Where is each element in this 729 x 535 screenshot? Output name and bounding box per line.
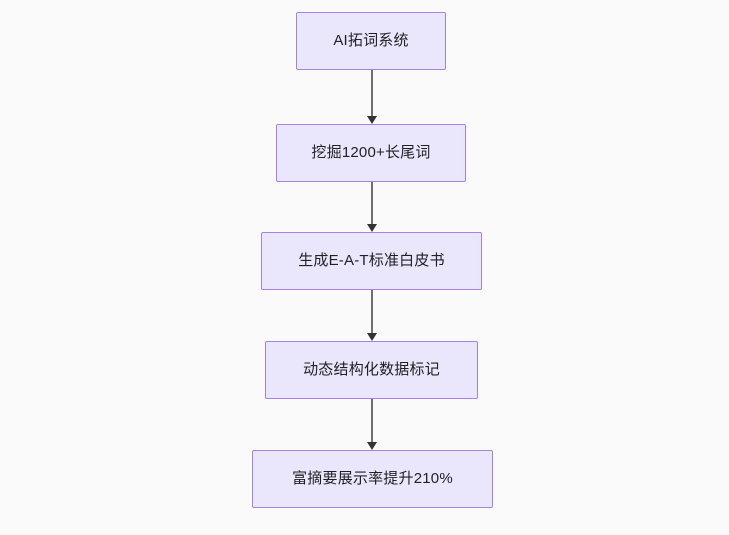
flowchart-node-ai-keyword-system[interactable]: AI拓词系统 xyxy=(296,12,446,70)
node-label: AI拓词系统 xyxy=(333,32,409,49)
flowchart-node-generate-eat-whitepaper[interactable]: 生成E-A-T标准白皮书 xyxy=(261,232,482,290)
flowchart-node-dynamic-structured-data-markup[interactable]: 动态结构化数据标记 xyxy=(265,341,478,399)
arrowhead-icon xyxy=(366,224,377,232)
connector-line xyxy=(371,70,373,117)
arrowhead-icon xyxy=(366,442,377,450)
flowchart-node-rich-snippet-rate-increase[interactable]: 富摘要展示率提升210% xyxy=(252,450,493,508)
node-label: 生成E-A-T标准白皮书 xyxy=(298,252,445,269)
node-label: 富摘要展示率提升210% xyxy=(292,470,453,487)
node-label: 挖掘1200+长尾词 xyxy=(311,144,431,161)
node-label: 动态结构化数据标记 xyxy=(303,361,440,378)
connector-line xyxy=(371,399,373,443)
connector-line xyxy=(371,182,373,225)
flowchart-node-mine-longtail-keywords[interactable]: 挖掘1200+长尾词 xyxy=(276,124,466,182)
arrowhead-icon xyxy=(366,333,377,341)
connector-line xyxy=(371,290,373,334)
arrowhead-icon xyxy=(366,116,377,124)
